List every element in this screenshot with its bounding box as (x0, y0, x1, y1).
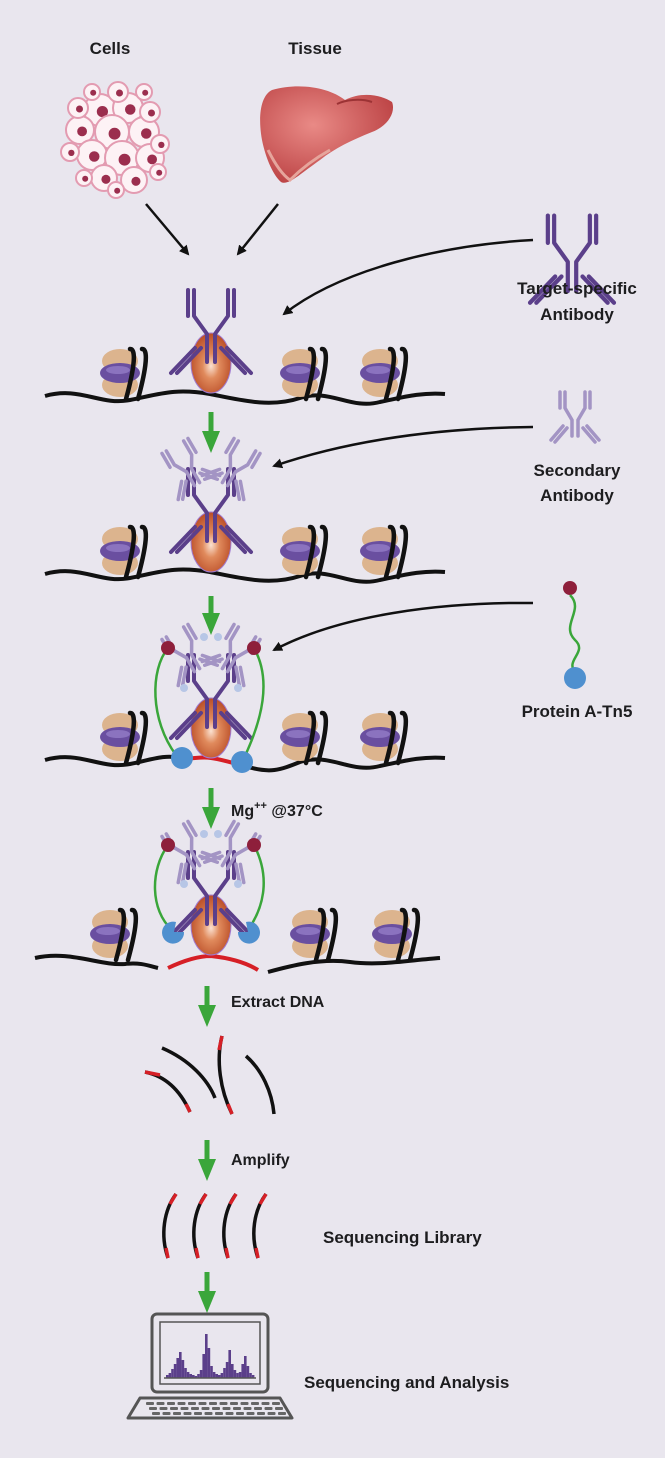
sequencing-analysis-label: Sequencing and Analysis (304, 1373, 509, 1392)
sequencing-library-icon (162, 1192, 268, 1259)
tissue-arrow (236, 203, 279, 256)
chromatin-step-4 (34, 815, 441, 974)
chromatin-step-2 (44, 432, 446, 584)
liver-icon (260, 86, 394, 183)
chromatin-step-1 (44, 288, 446, 406)
protein-a-tn5-icon (563, 581, 586, 689)
target-antibody-label-2: Antibody (540, 305, 614, 324)
extract-dna-label: Extract DNA (231, 994, 325, 1011)
mg-step-label: Mg++ @37°C (231, 800, 323, 820)
tissue-label: Tissue (288, 39, 342, 58)
chromatin-step-3 (44, 618, 446, 773)
secondary-antibody-label-2: Antibody (540, 486, 614, 505)
cells-label: Cells (90, 39, 131, 58)
cell-cluster-icon (60, 81, 170, 199)
target-antibody-label-1: Target-specific (517, 279, 637, 298)
secondary-antibody-arrow (272, 425, 534, 469)
laptop-icon (126, 1312, 294, 1420)
secondary-antibody-icon (549, 390, 601, 444)
secondary-antibody-label-1: Secondary (534, 461, 621, 480)
protein-a-tn5-arrow (272, 601, 534, 652)
sequencing-library-label: Sequencing Library (323, 1228, 482, 1247)
dna-fragments (144, 1035, 276, 1115)
target-antibody-arrow (282, 238, 534, 316)
protein-a-tn5-label: Protein A-Tn5 (522, 702, 633, 721)
amplify-label: Amplify (231, 1152, 290, 1169)
cells-arrow (145, 203, 190, 256)
